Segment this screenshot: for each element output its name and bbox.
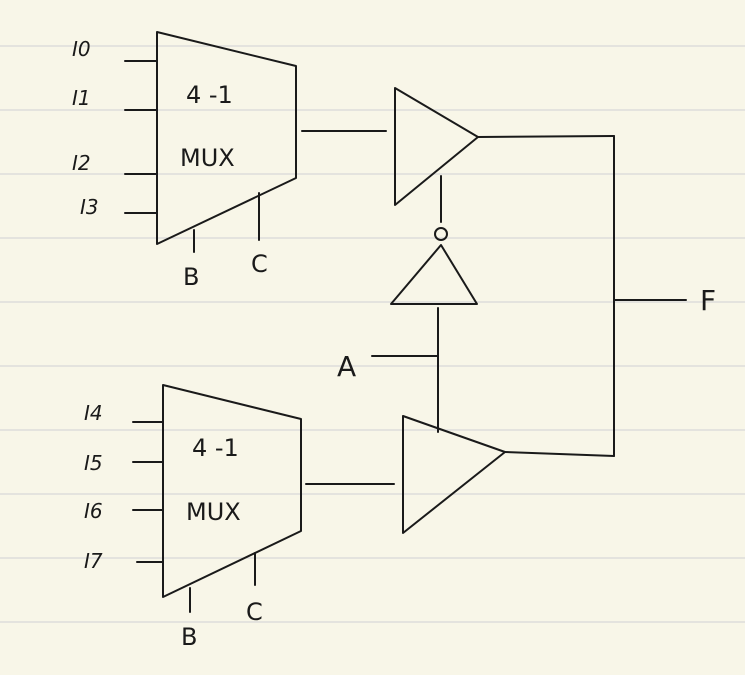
mux-bottom-body: [162, 384, 302, 598]
control-input-a: A: [337, 350, 439, 383]
not-gate: [390, 244, 478, 433]
control-input-label: A: [337, 350, 356, 383]
mux-top-input-2-label: I2: [72, 151, 91, 175]
mux-top-input-0-label: I0: [72, 37, 91, 61]
tristate-buffer-top: [301, 87, 615, 241]
mux-bottom-select-c-label: C: [246, 598, 263, 626]
mux-top-input-1-label: I1: [72, 86, 91, 110]
paper-rules: [0, 45, 745, 623]
mux-bottom: 4 -1 MUX I4 I5 I6 I7 B C: [84, 384, 302, 651]
output-bus: F: [613, 135, 716, 457]
mux-top-input-3-label: I3: [80, 195, 99, 219]
mux-top-name: MUX: [180, 144, 235, 172]
mux-top-body: [156, 31, 297, 245]
mux-bottom-input-7-label: I7: [84, 549, 103, 573]
mux-bottom-title: 4 -1: [192, 434, 239, 462]
mux-bottom-input-5-label: I5: [84, 451, 103, 475]
mux-top-select-c-label: C: [251, 250, 268, 278]
mux-bottom-input-4-label: I4: [84, 401, 103, 425]
mux-bottom-input-6-label: I6: [84, 499, 103, 523]
tristate-buffer-bottom: [305, 415, 615, 534]
output-label: F: [700, 284, 716, 317]
mux-top-title: 4 -1: [186, 81, 233, 109]
mux-top: 4 -1 MUX I0 I1 I2 I3 B C: [72, 31, 297, 291]
mux-top-select-b-label: B: [183, 263, 199, 291]
mux-bottom-select-b-label: B: [181, 623, 197, 651]
mux-bottom-name: MUX: [186, 498, 241, 526]
inverter-bubble: [434, 227, 448, 241]
